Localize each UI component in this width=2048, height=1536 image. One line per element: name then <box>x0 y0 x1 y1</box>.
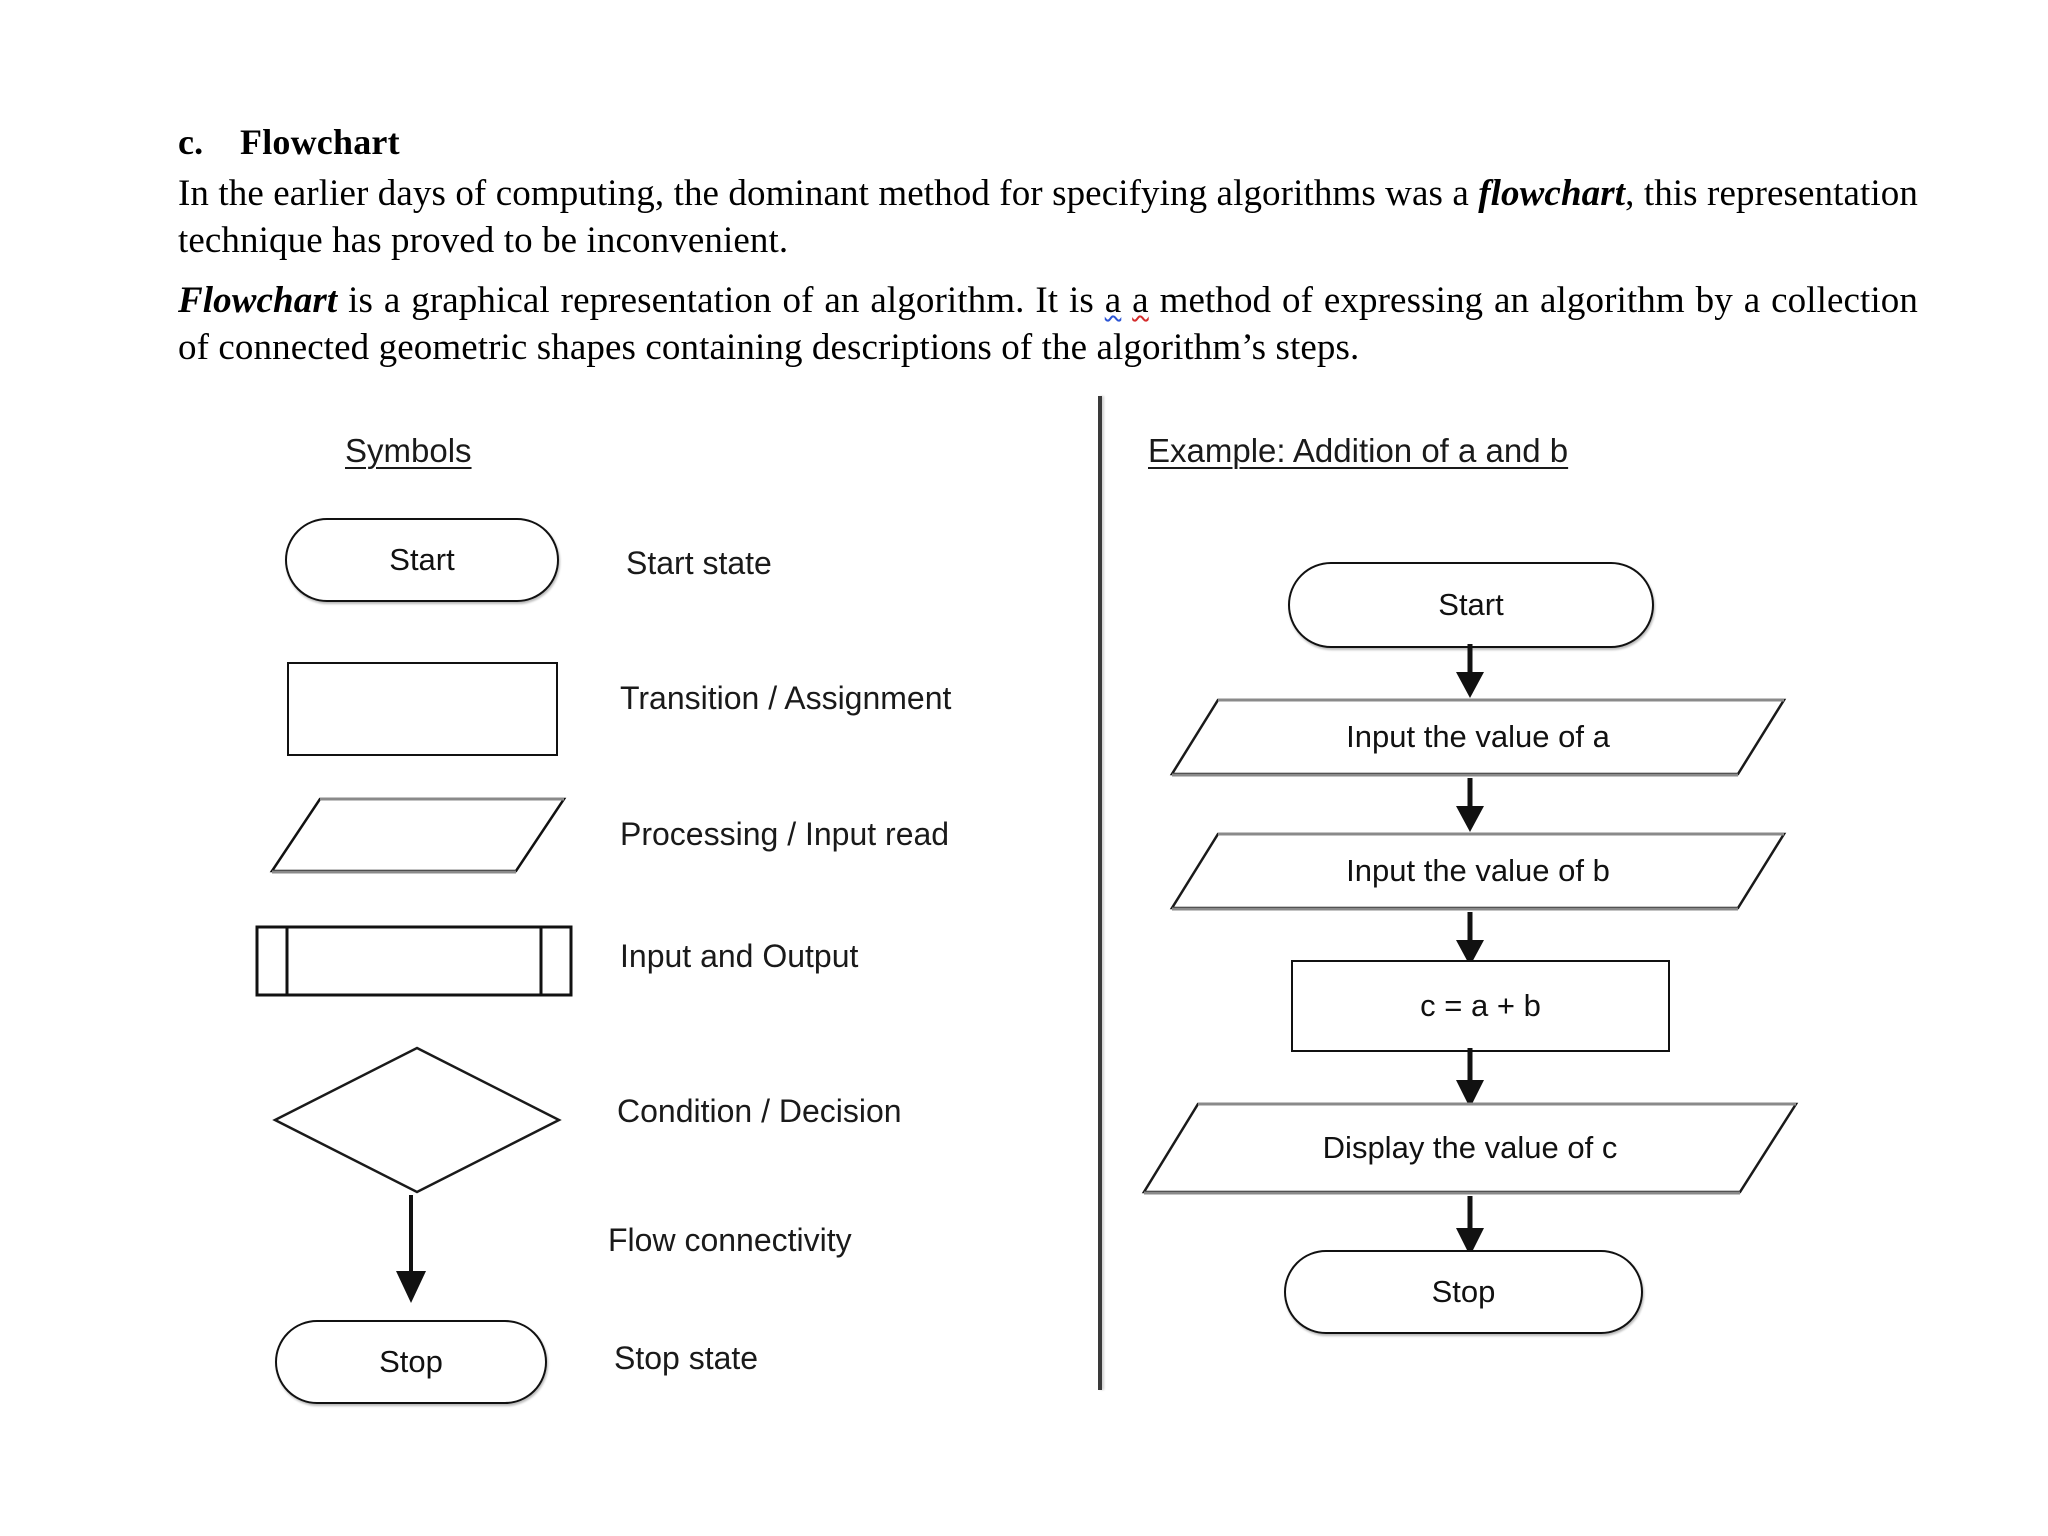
paragraph-2-text-b: method of expressing an algorithm by a c… <box>178 280 1918 368</box>
symbol-input-output <box>255 925 573 997</box>
column-divider <box>1098 396 1102 1390</box>
symbol-description-input-and-output: Input and Output <box>620 938 859 974</box>
symbol-stop-label: Stop <box>379 1344 443 1379</box>
example-arrow-4 <box>1444 1048 1496 1110</box>
paragraph-1-text-b: , this representation technique has prov… <box>178 173 1918 261</box>
symbol-stop-stadium: Stop <box>275 1320 547 1404</box>
page-heading: c. Flowchart <box>178 120 1918 165</box>
paragraph-1: In the earlier days of computing, the do… <box>178 171 1918 264</box>
example-node-start-label: Start <box>1438 587 1504 622</box>
example-node-assignment-label: c = a + b <box>1420 988 1541 1023</box>
symbol-description-flow-connectivity: Flow connectivity <box>608 1222 852 1258</box>
example-node-display-c: Display the value of c <box>1140 1100 1800 1196</box>
heading-list-marker: c. <box>178 122 204 162</box>
example-node-display-c-label: Display the value of c <box>1322 1130 1618 1165</box>
paragraph-1-emphasis: flowchart <box>1478 173 1626 214</box>
example-arrow-5 <box>1444 1196 1496 1258</box>
spellcheck-blue-word: a <box>1104 280 1122 322</box>
spellcheck-red-word: a <box>1132 280 1149 322</box>
example-node-input-b-label: Input the value of b <box>1346 853 1610 888</box>
example-arrow-2 <box>1444 778 1496 834</box>
example-node-stop: Stop <box>1284 1250 1643 1334</box>
symbol-description-start-state: Start state <box>626 545 772 581</box>
symbol-process-rectangle <box>287 662 558 756</box>
symbol-description-transition-assignment: Transition / Assignment <box>620 680 952 716</box>
example-node-assignment: c = a + b <box>1291 960 1670 1052</box>
paragraph-1-text-a: In the earlier days of computing, the do… <box>178 173 1479 214</box>
symbol-parallelogram <box>268 795 568 875</box>
symbol-start-label: Start <box>389 542 455 577</box>
example-node-input-a-label: Input the value of a <box>1346 719 1610 754</box>
document-text-block: c. Flowchart In the earlier days of compu… <box>178 120 1918 371</box>
example-node-start: Start <box>1288 562 1654 648</box>
paragraph-2-emphasis: Flowchart <box>178 280 338 322</box>
paragraph-2: Flowchart is a graphical representation … <box>178 278 1918 371</box>
symbol-decision-diamond <box>272 1045 562 1195</box>
symbol-start-stadium: Start <box>285 518 559 602</box>
example-node-input-b: Input the value of b <box>1168 830 1788 912</box>
page-title: Flowchart <box>240 122 400 162</box>
example-node-stop-label: Stop <box>1431 1274 1496 1309</box>
example-node-input-a: Input the value of a <box>1168 696 1788 778</box>
symbols-column-heading: Symbols <box>345 432 472 469</box>
example-column-heading: Example: Addition of a and b <box>1148 432 1569 469</box>
example-arrow-3 <box>1444 912 1496 968</box>
example-arrow-1 <box>1444 644 1496 700</box>
symbol-description-stop-state: Stop state <box>614 1340 759 1376</box>
paragraph-2-text-a: is a graphical representation of an algo… <box>337 280 1105 322</box>
symbol-description-condition-decision: Condition / Decision <box>617 1093 902 1129</box>
symbol-description-processing-input-read: Processing / Input read <box>620 816 950 852</box>
symbol-flow-arrow <box>385 1195 437 1307</box>
